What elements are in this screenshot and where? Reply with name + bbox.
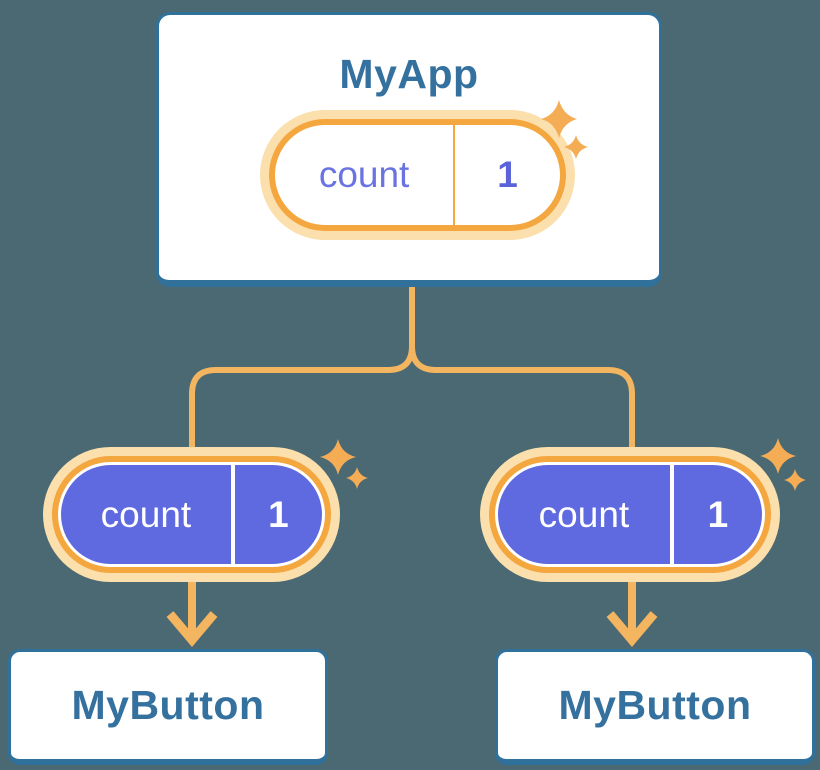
component-card-mybutton-right: MyButton xyxy=(495,649,815,765)
prop-pill-left: count 1 xyxy=(43,447,340,582)
prop-pill-ring: count 1 xyxy=(52,456,331,573)
prop-name: count xyxy=(498,465,670,564)
prop-pill-right: count 1 xyxy=(480,447,780,582)
branch-line-right xyxy=(409,282,635,452)
sparkle-icon xyxy=(320,439,356,475)
component-title-myapp: MyApp xyxy=(339,51,479,97)
prop-pill-core: count 1 xyxy=(495,462,765,567)
prop-pill-ring: count 1 xyxy=(489,456,771,573)
prop-pill-core: count 1 xyxy=(58,462,325,567)
sparkle-icon xyxy=(346,467,368,489)
arrow-left-head xyxy=(166,611,218,647)
prop-name: count xyxy=(61,465,231,564)
branch-line-left xyxy=(189,282,415,452)
state-pill-ring: count 1 xyxy=(269,119,566,231)
sparkle-icon xyxy=(760,438,796,474)
state-value: 1 xyxy=(497,154,518,195)
prop-value: 1 xyxy=(234,465,322,564)
component-card-mybutton-left: MyButton xyxy=(8,649,328,765)
state-name: count xyxy=(318,154,410,195)
state-pill-core: count 1 xyxy=(275,125,560,225)
state-pill-myapp: count 1 xyxy=(260,110,575,240)
pill-divider xyxy=(453,125,456,225)
component-title-mybutton: MyButton xyxy=(71,682,265,728)
component-title-mybutton: MyButton xyxy=(558,682,752,728)
sparkle-icon xyxy=(784,469,806,491)
arrow-right-head xyxy=(606,611,658,647)
prop-value: 1 xyxy=(673,465,762,564)
